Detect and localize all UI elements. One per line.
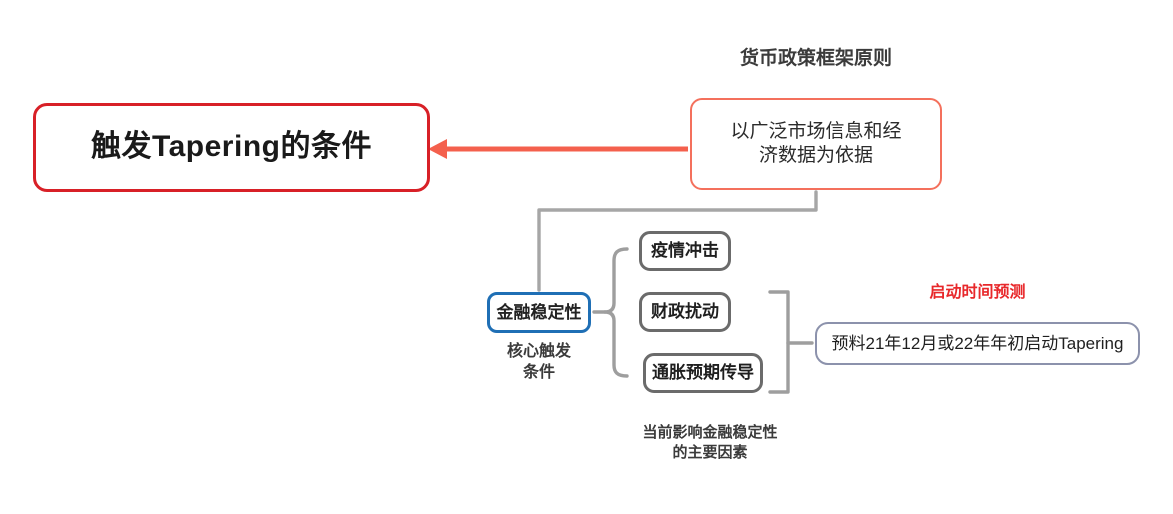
edge-principle-to-root bbox=[428, 139, 688, 159]
factor-node-inflation-expectation-transmission[interactable]: 通胀预期传导 bbox=[643, 353, 763, 393]
factor-node-pandemic-shock[interactable]: 疫情冲击 bbox=[639, 231, 731, 271]
principle-title: 货币政策框架原则 bbox=[739, 48, 892, 69]
root-node-tapering-conditions[interactable]: 触发Tapering的条件 bbox=[33, 103, 430, 192]
stability-node-financial-stability[interactable]: 金融稳定性 bbox=[487, 292, 591, 333]
factors-caption-main-influences: 当前影响金融稳定性 的主要因素 bbox=[642, 424, 778, 461]
forecast-node-tapering-start-estimate[interactable]: 预料21年12月或22年年初启动Tapering bbox=[815, 322, 1140, 365]
principle-node-market-data-basis[interactable]: 以广泛市场信息和经 济数据为依据 bbox=[690, 98, 942, 190]
forecast-title-launch-timing: 启动时间预测 bbox=[929, 284, 1026, 301]
stability-caption-core-trigger: 核心触发 条件 bbox=[506, 343, 571, 381]
factor-node-fiscal-disturbance[interactable]: 财政扰动 bbox=[639, 292, 731, 332]
bracket-factors-to-forecast bbox=[768, 290, 814, 394]
